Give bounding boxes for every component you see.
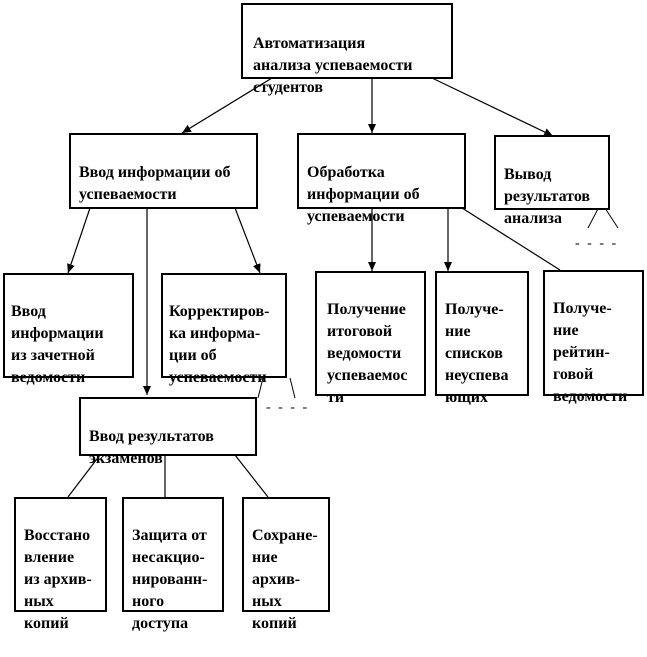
output-label: Вывод результатов анализа: [504, 166, 591, 227]
input-record-node: Ввод информации из зачетной ведомости: [3, 273, 134, 386]
save-node: Сохране- ние архив- ных копий: [242, 497, 330, 632]
exams-label: Ввод результатов экзаменов: [89, 428, 214, 467]
final-sheet-label: Получение итоговой ведомости успеваемос …: [327, 301, 408, 406]
restore-label: Восстано вление из архив- ных копий: [24, 527, 92, 632]
output-ellipsis: - - - -: [575, 236, 619, 251]
restore-node: Восстано вление из архив- ных копий: [14, 497, 107, 632]
final-sheet-node: Получение итоговой ведомости успеваемос …: [315, 271, 426, 406]
root-node: Автоматизация анализа успеваемости студе…: [241, 3, 453, 96]
failing-lists-label: Получе- ние списков неуспева ющих: [445, 301, 509, 406]
protect-label: Защита от несакцио- нированн- ного досту…: [132, 527, 208, 632]
failing-lists-node: Получе- ние списков неуспева ющих: [435, 271, 529, 406]
processing-node: Обработка информации об успеваемости: [297, 133, 466, 225]
rating-sheet-label: Получе- ние рейтин- говой ведомости: [553, 300, 628, 405]
correction-ellipsis: - - - -: [266, 400, 310, 415]
correction-label: Корректиров- ка информа- ции об успеваем…: [169, 303, 270, 386]
root-label: Автоматизация анализа успеваемости студе…: [253, 35, 413, 96]
output-node: Вывод результатов анализа: [494, 135, 610, 227]
input-record-label: Ввод информации из зачетной ведомости: [11, 303, 104, 386]
protect-node: Защита от несакцио- нированн- ного досту…: [122, 497, 224, 632]
line-exams-to-restore: [67, 454, 101, 498]
save-label: Сохране- ние архив- ных копий: [252, 527, 318, 632]
processing-label: Обработка информации об успеваемости: [307, 164, 420, 225]
connector-lines: [67, 77, 619, 498]
input-node: Ввод информации об успеваемости: [69, 133, 258, 209]
arrow-root-to-output: [431, 77, 554, 137]
stub-correction-left: [257, 377, 264, 399]
correction-node: Корректиров- ка информа- ции об успеваем…: [161, 273, 287, 386]
hierarchy-diagram: Автоматизация анализа успеваемости студе…: [3, 3, 644, 632]
exams-node: Ввод результатов экзаменов: [79, 397, 257, 467]
stub-correction-right: [289, 377, 296, 399]
input-label: Ввод информации об успеваемости: [79, 164, 231, 203]
line-processing-to-rating: [461, 207, 561, 271]
arrow-input-to-record: [67, 207, 91, 274]
rating-sheet-node: Получе- ние рейтин- говой ведомости: [543, 270, 644, 405]
arrow-input-to-correction: [234, 207, 261, 274]
arrow-root-to-input: [181, 77, 273, 134]
line-exams-to-save: [234, 454, 269, 498]
